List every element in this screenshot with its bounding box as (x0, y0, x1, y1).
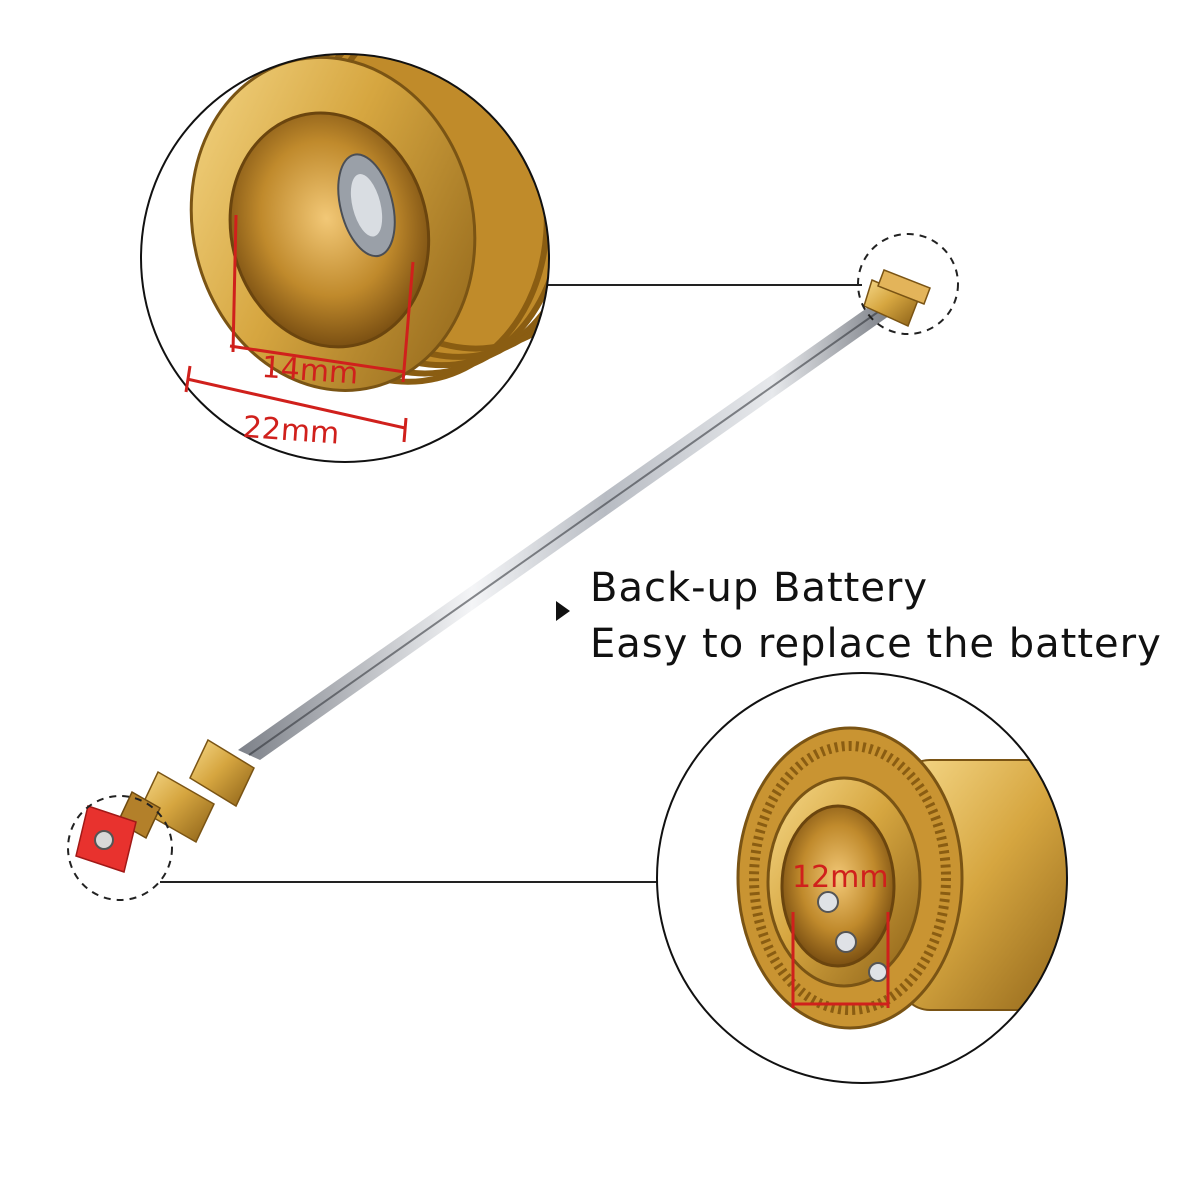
bottom-coupler (117, 738, 255, 844)
top-inset-ring (140, 53, 550, 463)
bottom-dimension-lines (791, 912, 890, 1008)
outer-diameter-label: 22mm (241, 410, 341, 452)
top-inset-photo (141, 54, 549, 462)
top-highlight-circle (857, 233, 959, 335)
steel-rod (238, 296, 906, 760)
bottom-inset-ring (656, 672, 1068, 1084)
bore-diameter-label: 12mm (792, 860, 889, 895)
inner-diameter-label: 14mm (260, 350, 360, 392)
top-dimension-lines (184, 214, 415, 443)
triangle-bullet-icon (556, 601, 570, 621)
caption-line-1: Back-up Battery (590, 565, 929, 611)
caption-line-2: Easy to replace the battery (590, 621, 1162, 667)
top-fitting (863, 269, 931, 328)
feature-caption: Back-up Battery Easy to replace the batt… (590, 560, 1190, 672)
red-nozzle (75, 805, 137, 873)
bottom-highlight-circle (67, 795, 173, 901)
